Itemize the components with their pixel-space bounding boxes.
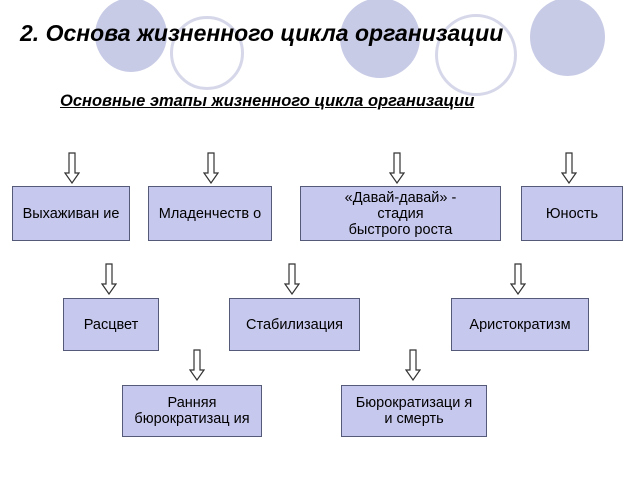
stage-stabilizatsiya: Стабилизация [229, 298, 360, 351]
down-arrow-icon [510, 263, 526, 295]
down-arrow-icon [101, 263, 117, 295]
down-arrow-icon [64, 152, 80, 184]
stage-yunost: Юность [521, 186, 623, 241]
decorative-circle [95, 0, 167, 72]
down-arrow-icon [561, 152, 577, 184]
stage-rastsvet: Расцвет [63, 298, 159, 351]
decorative-ring [435, 14, 517, 96]
slide-title: 2. Основа жизненного цикла организации [20, 20, 504, 46]
stage-vykhazhivanie: Выхаживан ие [12, 186, 130, 241]
decorative-ring [170, 16, 244, 90]
stage-davai-davai: «Давай-давай» - стадия быстрого роста [300, 186, 501, 241]
stage-aristokratizm: Аристократизм [451, 298, 589, 351]
down-arrow-icon [189, 349, 205, 381]
slide-subtitle: Основные этапы жизненного цикла организа… [60, 92, 475, 110]
stage-rannyaya-byurokratizatsiya: Ранняя бюрократизац ия [122, 385, 262, 437]
decorative-circle [340, 0, 420, 78]
down-arrow-icon [284, 263, 300, 295]
down-arrow-icon [405, 349, 421, 381]
stage-byurokratizatsiya-i-smert: Бюрократизаци я и смерть [341, 385, 487, 437]
down-arrow-icon [203, 152, 219, 184]
down-arrow-icon [389, 152, 405, 184]
decorative-circle [530, 0, 605, 76]
stage-mladenchestvo: Младенчеств о [148, 186, 272, 241]
